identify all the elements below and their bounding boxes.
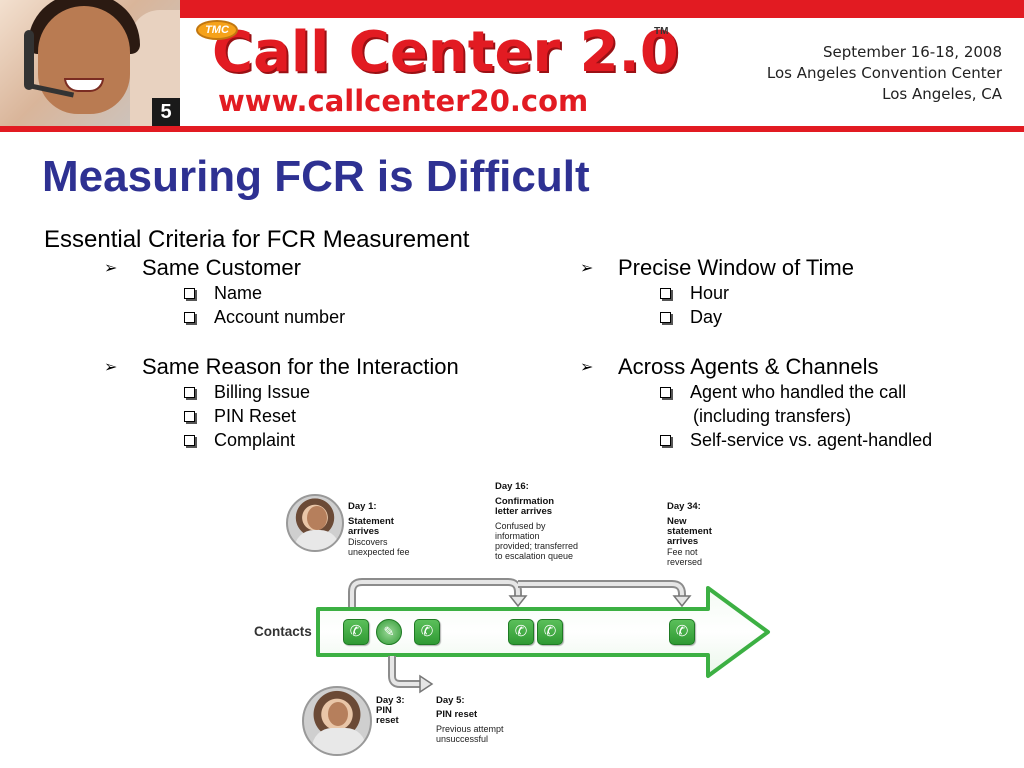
event-day-1: Day 1: Statement arrives Discovers unexp… <box>348 501 410 558</box>
checkbox-bullet-icon <box>660 312 671 323</box>
checkbox-bullet-icon <box>660 288 671 299</box>
tmc-logo: TMC <box>196 20 238 40</box>
lower-loop-arrow <box>388 656 422 688</box>
fcr-timeline-diagram: Contacts ✆ ✎ ✆ ✆ ✆ ✆ Day 1: Statement ar… <box>240 470 800 768</box>
upper-loop-arrow-long <box>518 580 686 598</box>
criteria-intro: Essential Criteria for FCR Measurement <box>44 226 470 253</box>
sub-bullet-day: Day <box>660 305 722 329</box>
banner-bottom-stripe <box>0 126 1024 132</box>
phone-icon: ✆ <box>537 619 563 645</box>
upper-loop-arrow-short <box>348 578 522 612</box>
checkbox-bullet-icon <box>660 387 671 398</box>
sub-bullet-complaint: Complaint <box>184 428 295 452</box>
bullet-same-reason: ➢Same Reason for the Interaction <box>104 354 459 379</box>
event-info: September 16-18, 2008 Los Angeles Conven… <box>767 42 1002 105</box>
customer-avatar-top <box>286 494 344 552</box>
phone-icon: ✆ <box>343 619 369 645</box>
arrow-bullet-icon: ➢ <box>580 359 594 376</box>
checkbox-bullet-icon <box>184 387 195 398</box>
sub-bullet-agent-handled-call: Agent who handled the call (including tr… <box>660 380 906 428</box>
trademark-mark: TM <box>654 26 669 37</box>
event-day-34: Day 34: New statement arrives Fee not re… <box>667 501 712 568</box>
customer-avatar-bottom <box>302 686 372 756</box>
checkbox-bullet-icon <box>184 288 195 299</box>
phone-icon: ✆ <box>508 619 534 645</box>
arrow-bullet-icon: ➢ <box>104 260 118 277</box>
brand-url[interactable]: www.callcenter20.com <box>218 84 589 118</box>
event-dates: September 16-18, 2008 <box>823 43 1002 61</box>
checkbox-bullet-icon <box>184 435 195 446</box>
header-banner: 5 Call Center 2.0 TMC TM www.callcenter2… <box>0 0 1024 132</box>
sub-bullet-billing-issue: Billing Issue <box>184 380 310 404</box>
arrow-bullet-icon: ➢ <box>580 260 594 277</box>
bullet-across-agents: ➢Across Agents & Channels <box>580 354 879 379</box>
sub-bullet-self-service: Self-service vs. agent-handled <box>660 428 932 452</box>
sub-bullet-hour: Hour <box>660 281 729 305</box>
checkbox-bullet-icon <box>184 411 195 422</box>
slide-number: 5 <box>152 98 180 126</box>
event-day-5: Day 5: PIN reset Previous attempt unsucc… <box>436 695 504 745</box>
event-venue: Los Angeles Convention Center <box>766 64 1002 82</box>
chat-icon: ✎ <box>376 619 402 645</box>
agent-photo <box>0 0 180 126</box>
event-city: Los Angeles, CA <box>882 85 1002 103</box>
event-day-3: Day 3: PIN reset <box>376 695 405 726</box>
phone-icon: ✆ <box>414 619 440 645</box>
sub-bullet-account-number: Account number <box>184 305 345 329</box>
phone-icon: ✆ <box>669 619 695 645</box>
checkbox-bullet-icon <box>660 435 671 446</box>
arrow-bullet-icon: ➢ <box>104 359 118 376</box>
bullet-same-customer: ➢Same Customer <box>104 255 301 280</box>
slide-title: Measuring FCR is Difficult <box>42 152 590 201</box>
banner-top-stripe <box>180 0 1024 18</box>
bullet-precise-window: ➢Precise Window of Time <box>580 255 854 280</box>
event-day-16: Day 16: Confirmation letter arrives Conf… <box>495 481 579 562</box>
checkbox-bullet-icon <box>184 312 195 323</box>
sub-bullet-name: Name <box>184 281 262 305</box>
brand-title: Call Center 2.0 <box>212 20 679 85</box>
sub-bullet-pin-reset: PIN Reset <box>184 404 296 428</box>
contacts-label: Contacts <box>254 624 312 639</box>
